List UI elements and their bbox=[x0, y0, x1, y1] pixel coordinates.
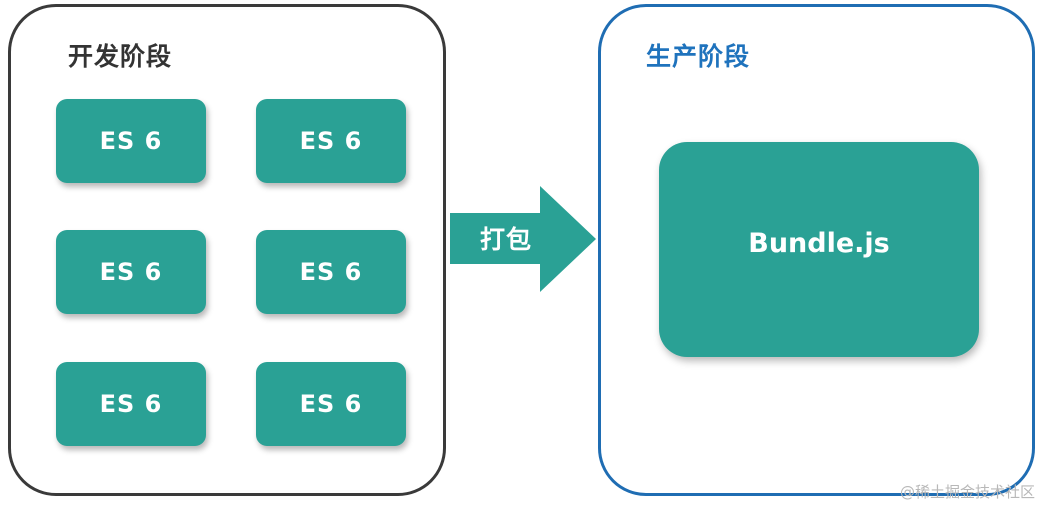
dev-stage-title: 开发阶段 bbox=[68, 42, 173, 71]
watermark: @稀土掘金技术社区 bbox=[899, 483, 1035, 501]
es6-module-box: ES 6 bbox=[56, 362, 206, 446]
bundle-arrow-icon bbox=[450, 186, 596, 292]
es6-module-box: ES 6 bbox=[56, 99, 206, 183]
prod-stage-title: 生产阶段 bbox=[646, 42, 751, 71]
es6-module-box: ES 6 bbox=[256, 99, 406, 183]
bundle-arrow-label: 打包 bbox=[480, 225, 533, 254]
es6-module-box: ES 6 bbox=[256, 230, 406, 314]
es6-module-box: ES 6 bbox=[256, 362, 406, 446]
bundle-output-box: Bundle.js bbox=[659, 142, 979, 357]
es6-module-box: ES 6 bbox=[56, 230, 206, 314]
